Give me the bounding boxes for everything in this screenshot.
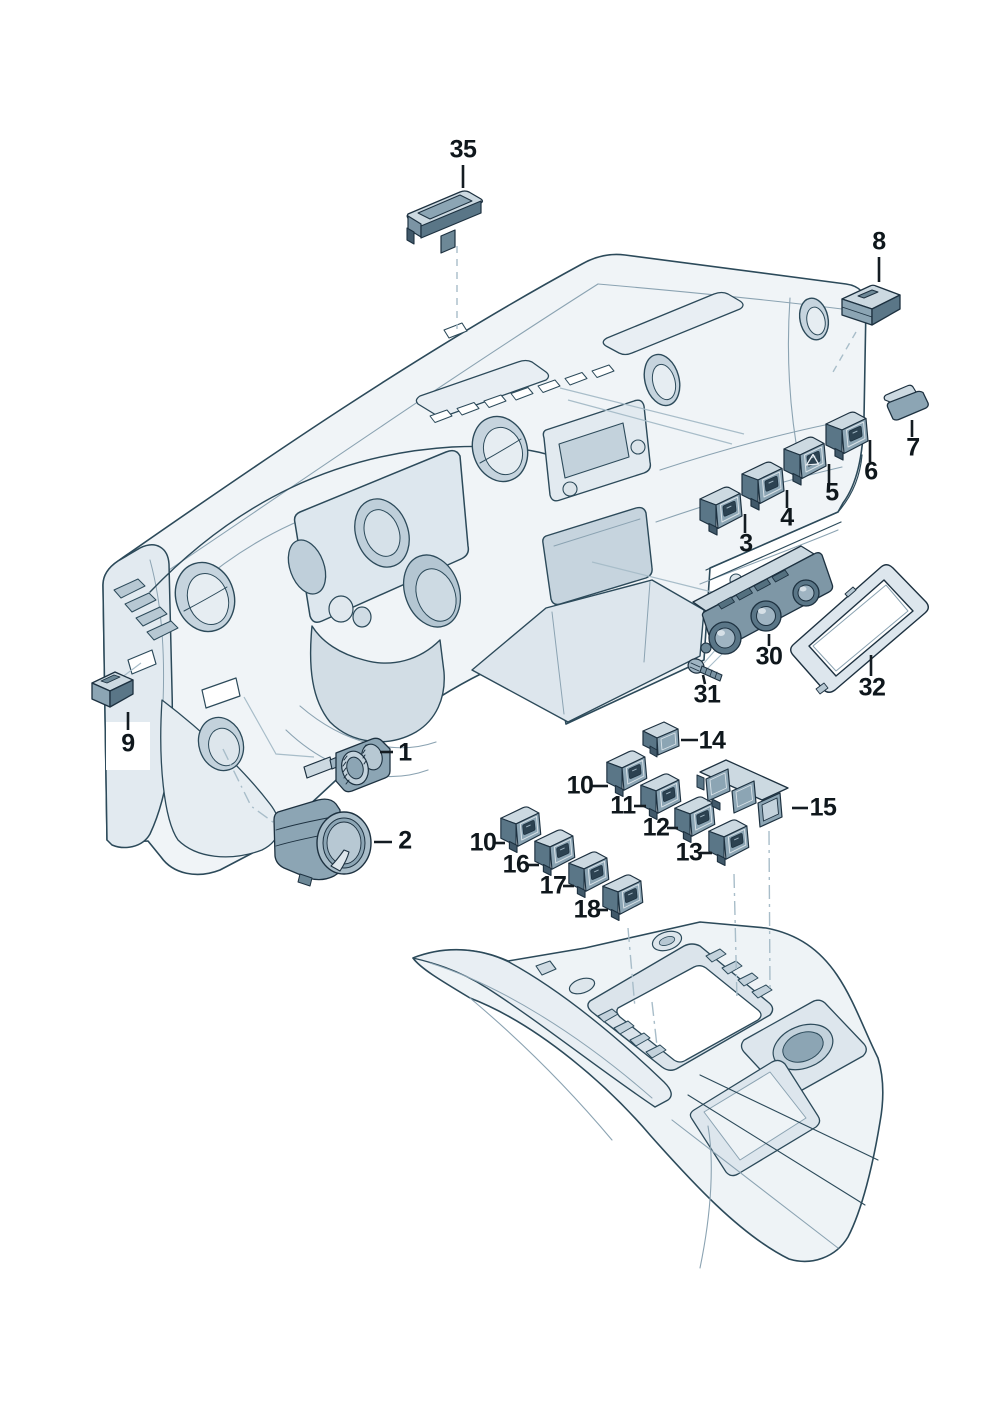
part-label-35: 35 [449,135,477,164]
part-label-5: 5 [825,478,839,507]
part-label-9: 9 [121,729,135,758]
part-31-screw [687,658,723,682]
part-18-switch [602,874,644,922]
part-label-10-upper: 10 [566,771,594,800]
dashboard-illustration [102,253,867,876]
part-14-switch [642,721,680,758]
part-label-3: 3 [739,529,753,558]
label-tick-lines [126,165,914,912]
part-1-dimmer-switch [303,737,391,793]
part-label-12: 12 [642,813,670,842]
part-label-1: 1 [398,738,412,767]
part-label-17: 17 [539,871,567,900]
part-35-overhead-switch-unit [406,190,484,254]
part-label-4: 4 [780,503,794,532]
part-32-trim-bezel [790,564,929,695]
center-console-illustration [412,921,884,1269]
part-label-13: 13 [675,838,703,867]
part-label-11: 11 [610,791,636,820]
part-5-hazard-switch [783,436,827,486]
part-13-switch [708,819,750,867]
part-30-climate-control-unit [692,545,834,655]
part-label-18: 18 [573,895,601,924]
part-label-7: 7 [906,433,920,462]
part-label-32: 32 [858,673,886,702]
part-label-10-lower: 10 [469,828,497,857]
part-label-15: 15 [809,793,837,822]
part-15-triple-blank-strip [696,759,789,828]
part-2-headlight-switch [273,798,372,887]
part-8-connector-module [841,284,901,326]
part-label-8: 8 [872,227,886,256]
part-label-16: 16 [502,850,530,879]
part-label-14: 14 [698,726,726,755]
part-label-2: 2 [398,826,412,855]
part-label-6: 6 [864,457,878,486]
part-7-blank-cover [883,384,929,421]
part-label-30: 30 [755,642,783,671]
part-label-31: 31 [693,680,721,709]
part-9-end-panel-module [91,671,134,708]
